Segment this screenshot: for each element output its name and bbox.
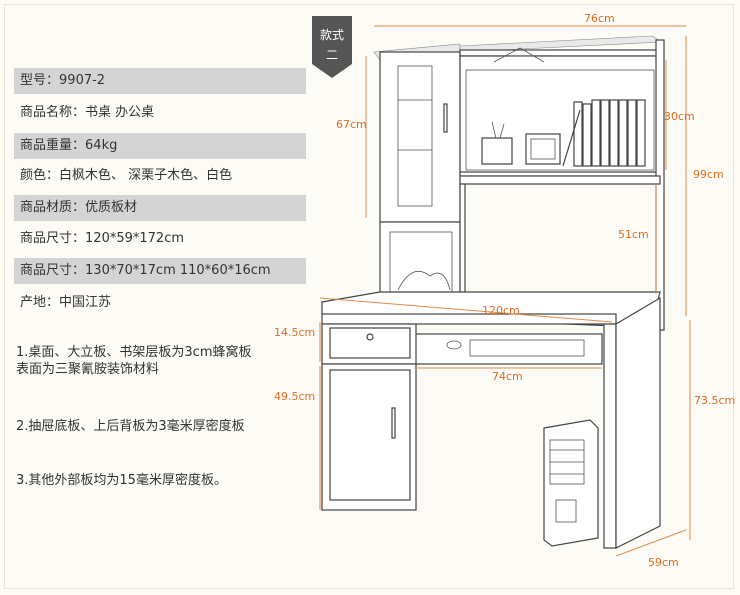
spec-value: 9907-2 [59,73,106,88]
spec-value: 64kg [85,138,118,153]
spec-row-material: 商品材质：优质板材 [14,195,306,221]
spec-label: 商品重量 [20,138,73,153]
spec-row-package-size: 商品尺寸：130*70*17cm 110*60*16cm [14,258,306,284]
spec-sep: ： [46,168,60,183]
badge-line1: 款式 [319,28,344,42]
note-2-line1: 2.抽屉底板、上后背板为3毫米厚密度板 [16,419,245,434]
spec-sep: ： [46,73,60,88]
spec-row-color: 颜色：白枫木色、 深栗子木色、白色 [14,163,306,189]
spec-sep: ： [72,105,86,120]
spec-row-model: 型号：9907-2 [14,68,306,94]
spec-sep: ： [72,200,86,215]
page-frame [4,4,734,589]
spec-sep: ： [46,295,60,310]
spec-sep: ： [72,263,86,278]
spec-value: 白枫木色、 深栗子木色、白色 [59,168,233,183]
spec-label: 型号 [20,73,47,88]
spec-value: 120*59*172cm [85,231,185,246]
spec-label: 颜色 [20,168,47,183]
spec-value: 中国江苏 [59,295,112,310]
note-3-line1: 3.其他外部板均为15毫米厚密度板。 [16,473,227,488]
spec-sep: ： [72,231,86,246]
badge-shape [312,16,352,78]
note-3: 3.其他外部板均为15毫米厚密度板。 [16,472,227,489]
spec-label: 商品材质 [20,200,73,215]
spec-row-origin: 产地：中国江苏 [14,290,306,316]
spec-label: 产地 [20,295,47,310]
note-1-line1: 1.桌面、大立板、书架层板为3cm蜂窝板 [16,345,252,360]
spec-row-weight: 商品重量：64kg [14,133,306,159]
style-badge: 款式 二 [312,16,352,78]
spec-sep: ： [72,138,86,153]
note-2: 2.抽屉底板、上后背板为3毫米厚密度板 [16,418,245,435]
spec-label: 商品尺寸 [20,231,73,246]
spec-row-name: 商品名称：书桌 办公桌 [14,100,306,126]
spec-value: 130*70*17cm 110*60*16cm [85,263,271,278]
spec-value: 书桌 办公桌 [85,105,155,120]
note-1: 1.桌面、大立板、书架层板为3cm蜂窝板 表面为三聚氰胺装饰材料 [16,344,252,378]
spec-label: 商品名称 [20,105,73,120]
spec-row-size: 商品尺寸：120*59*172cm [14,226,306,252]
note-1-line2: 表面为三聚氰胺装饰材料 [16,362,160,377]
badge-line2: 二 [325,48,338,62]
spec-value: 优质板材 [85,200,138,215]
spec-label: 商品尺寸 [20,263,73,278]
